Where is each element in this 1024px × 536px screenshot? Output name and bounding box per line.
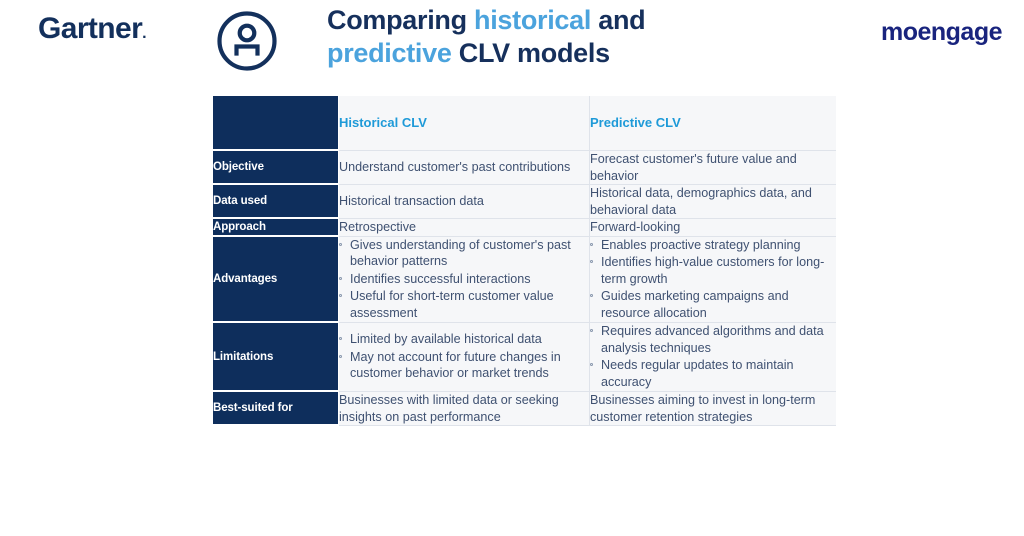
- table-row: Data used Historical transaction data Hi…: [213, 185, 836, 219]
- gartner-logo-mark: .: [142, 25, 147, 42]
- moengage-logo-prefix: m: [880, 18, 903, 46]
- gartner-logo: Gartner.: [38, 12, 147, 46]
- column-header-predictive-clv: Predictive CLV: [589, 96, 836, 151]
- moengage-logo-o: o: [902, 18, 918, 46]
- bullet-item: Guides marketing campaigns and resource …: [590, 288, 836, 321]
- table-row: Approach Retrospective Forward-looking: [213, 219, 836, 237]
- bullet-item: May not account for future changes in cu…: [339, 349, 589, 382]
- column-header-historical-clv: Historical CLV: [339, 96, 589, 151]
- cell-best-suited-predictive: Businesses aiming to invest in long-term…: [589, 392, 836, 426]
- bullet-item: Needs regular updates to maintain accura…: [590, 357, 836, 390]
- bullet-item: Useful for short-term customer value ass…: [339, 288, 589, 321]
- row-label-best-suited-for: Best-suited for: [213, 392, 339, 426]
- moengage-o-dot-left: [905, 17, 909, 20]
- table-header-row: Historical CLV Predictive CLV: [213, 96, 836, 151]
- bullet-item: Enables proactive strategy planning: [590, 237, 836, 254]
- bullet-item: Identifies successful interactions: [339, 271, 589, 288]
- row-label-objective: Objective: [213, 151, 339, 185]
- table-row: Advantages Gives understanding of custom…: [213, 236, 836, 323]
- bullet-list: Requires advanced algorithms and data an…: [590, 323, 836, 390]
- cell-approach-historical: Retrospective: [339, 219, 589, 237]
- title-text-predictive: predictive: [327, 38, 452, 68]
- cell-approach-predictive: Forward-looking: [589, 219, 836, 237]
- bullet-item: Requires advanced algorithms and data an…: [590, 323, 836, 356]
- bullet-item: Limited by available historical data: [339, 331, 589, 348]
- title-text-historical: historical: [474, 5, 592, 35]
- cell-data-used-historical: Historical transaction data: [339, 185, 589, 219]
- table-row: Objective Understand customer's past con…: [213, 151, 836, 185]
- bullet-list: Gives understanding of customer's past b…: [339, 237, 589, 322]
- bullet-item: Identifies high-value customers for long…: [590, 254, 836, 287]
- cell-data-used-predictive: Historical data, demographics data, and …: [589, 185, 836, 219]
- clv-comparison-table: Historical CLV Predictive CLV Objective …: [213, 96, 836, 426]
- cell-limitations-predictive: Requires advanced algorithms and data an…: [589, 323, 836, 392]
- row-label-limitations: Limitations: [213, 323, 339, 392]
- cell-best-suited-historical: Businesses with limited data or seeking …: [339, 392, 589, 426]
- row-label-approach: Approach: [213, 219, 339, 237]
- title-text-comparing: Comparing: [327, 5, 475, 35]
- row-label-advantages: Advantages: [213, 236, 339, 323]
- moengage-logo-o-glyph: o: [902, 17, 918, 47]
- bullet-item: Gives understanding of customer's past b…: [339, 237, 589, 270]
- moengage-o-dot-right: [911, 17, 915, 20]
- cell-objective-predictive: Forecast customer's future value and beh…: [589, 151, 836, 185]
- person-in-circle-icon: [214, 8, 280, 74]
- page-title-line-1: Comparing historical and: [327, 4, 827, 37]
- slide-header: Gartner. Comparing historical and predic…: [0, 0, 1024, 86]
- cell-advantages-historical: Gives understanding of customer's past b…: [339, 236, 589, 323]
- row-label-data-used: Data used: [213, 185, 339, 219]
- moengage-logo-suffix: engage: [917, 18, 1002, 46]
- cell-objective-historical: Understand customer's past contributions: [339, 151, 589, 185]
- table-header-corner-cell: [213, 96, 339, 151]
- title-text-clv-models: CLV models: [451, 38, 610, 68]
- gartner-logo-text: Gartner: [38, 12, 143, 45]
- title-text-and: and: [591, 5, 646, 35]
- table-row: Limitations Limited by available histori…: [213, 323, 836, 392]
- page-title-line-2: predictive CLV models: [327, 37, 827, 70]
- page-title: Comparing historical and predictive CLV …: [327, 4, 827, 70]
- table-row: Best-suited for Businesses with limited …: [213, 392, 836, 426]
